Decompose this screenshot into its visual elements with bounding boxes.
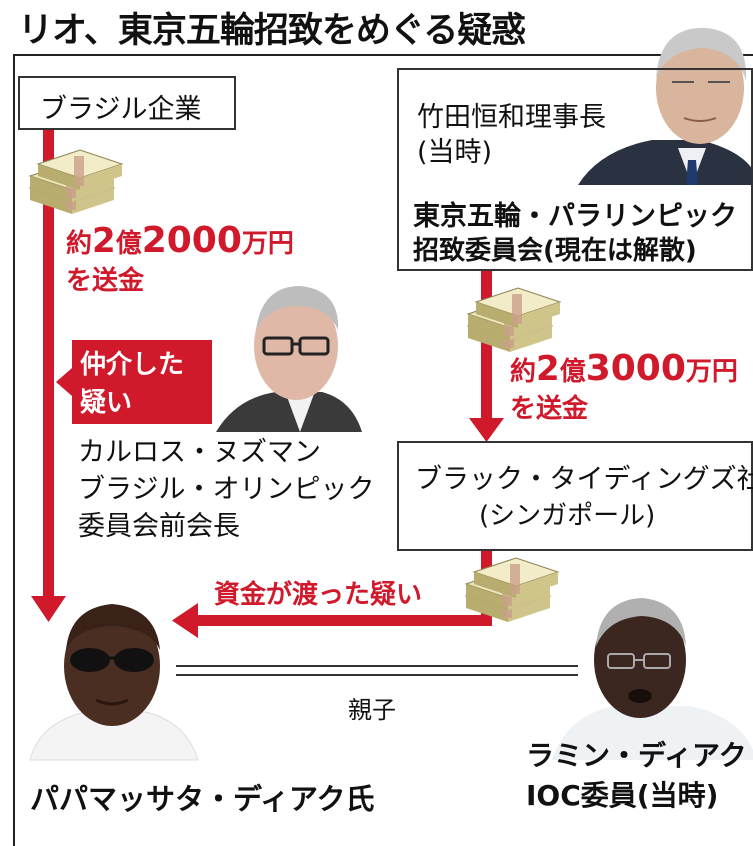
papa-massata-portrait	[29, 604, 199, 761]
lamine-diack-portrait	[552, 598, 753, 760]
tokyo-committee-status: 招致委員会(現在は解散)	[413, 236, 697, 266]
brazil-company-label: ブラジル企業	[40, 94, 202, 125]
mediation-badge-line1: 仲介した	[80, 350, 185, 380]
mediation-badge: 仲介した 疑い	[72, 340, 212, 424]
tokyo-transfer-amount: 約2億3000万円	[510, 348, 738, 389]
mediation-badge-pointer	[56, 368, 72, 396]
nuzman-role: 委員会前会長	[78, 511, 240, 542]
content-frame	[13, 54, 753, 846]
lamine-diack-role: IOC委員(当時)	[526, 779, 719, 812]
tokyo-committee-box: 竹田恒和理事長 (当時) 東京五輪・パラリンピック 招致委員会(現在は解散)	[397, 68, 753, 271]
arrow-tokyo-to-blacktidings	[469, 270, 504, 442]
papa-massata-name: パパマッサタ・ディアク氏	[30, 782, 375, 816]
tokyo-committee-name: 東京五輪・パラリンピック	[413, 201, 737, 232]
nuzman-org: ブラジル・オリンピック	[78, 474, 375, 505]
black-tidings-location: (シンガポール)	[479, 501, 656, 531]
takeda-portrait	[578, 27, 753, 185]
nuzman-portrait	[216, 286, 362, 432]
black-tidings-name: ブラック・タイディングズ社	[415, 464, 753, 495]
tokyo-transfer-label: を送金	[510, 394, 589, 424]
takeda-name: 竹田恒和理事長	[417, 102, 606, 133]
relation-label: 親子	[348, 696, 396, 724]
takeda-role: (当時)	[417, 137, 493, 168]
brazil-transfer-amount: 約2億2000万円	[66, 220, 294, 261]
brazil-company-box: ブラジル企業	[18, 76, 236, 130]
brazil-transfer-label: を送金	[66, 266, 145, 296]
funds-suspicion-label: 資金が渡った疑い	[214, 580, 423, 610]
relation-connector	[176, 665, 578, 676]
nuzman-name: カルロス・ヌズマン	[78, 437, 321, 468]
page-title: リオ、東京五輪招致をめぐる疑惑	[18, 11, 526, 51]
money-stack-icon	[465, 557, 559, 623]
lamine-diack-name: ラミン・ディアク	[526, 739, 747, 772]
arrow-brazil-to-papa	[31, 128, 66, 622]
black-tidings-box: ブラック・タイディングズ社 (シンガポール)	[397, 441, 753, 551]
mediation-badge-line2: 疑い	[80, 388, 133, 418]
